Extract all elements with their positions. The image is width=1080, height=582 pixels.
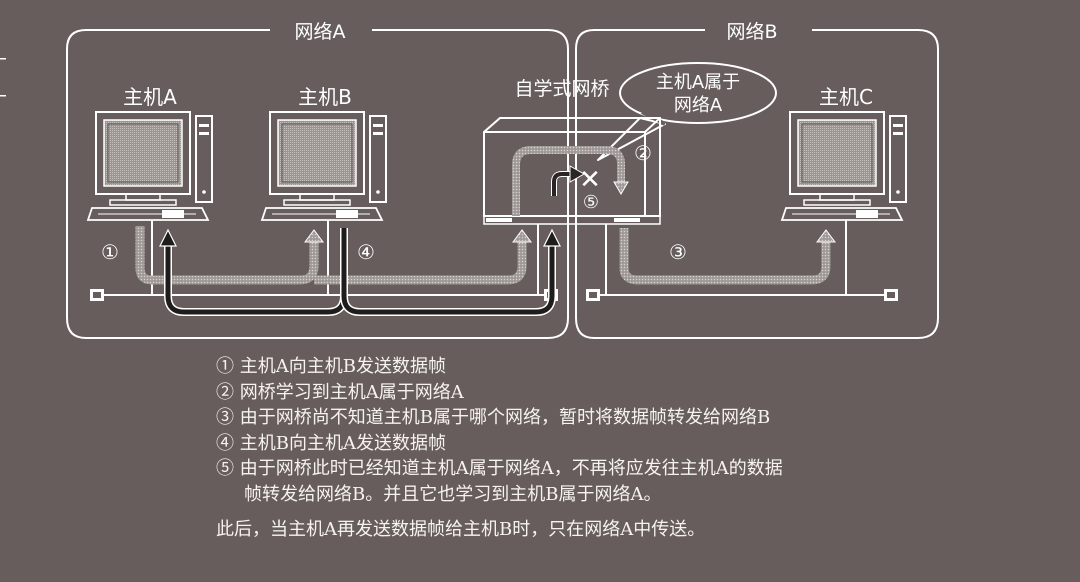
host-a-label: 主机A	[123, 85, 177, 109]
host-b-label: 主机B	[298, 85, 352, 109]
host-a-computer-icon	[87, 111, 213, 221]
network-a-label: 网络A	[295, 21, 346, 43]
host-b-computer-icon	[261, 111, 387, 221]
network-b-cable	[586, 220, 898, 301]
learning-bridge-diagram: 网络A 网络B 主机A 主机B 主机C 自学式网桥 主机A属于 网络A ✕ ① …	[0, 21, 939, 339]
caption-step-3: ③ 由于网桥尚不知道主机B属于哪个网络，暂时将数据帧转发给网络B	[216, 407, 771, 428]
network-b-label: 网络B	[726, 21, 777, 43]
host-c-label: 主机C	[819, 85, 873, 109]
network-a-frame	[66, 29, 569, 339]
speech-bubble: 主机A属于 网络A	[597, 62, 777, 161]
caption-step-4: ④ 主机B向主机A发送数据帧	[216, 432, 446, 454]
caption-summary: 此后，当主机A再发送数据帧给主机B时，只在网络A中传送。	[216, 519, 706, 540]
step-4-marker: ④	[357, 240, 375, 264]
host-c-computer-icon	[781, 111, 907, 221]
step-1-marker: ①	[101, 240, 119, 264]
bubble-line-2: 网络A	[674, 95, 723, 116]
bubble-line-1: 主机A属于	[656, 72, 740, 93]
caption-step-5-line-1: ⑤ 由于网桥此时已经知道主机A属于网络A，不再将应发往主机A的数据	[216, 458, 783, 479]
blocked-cross-icon: ✕	[579, 165, 601, 195]
network-b-frame	[575, 29, 939, 339]
network-a-cable	[90, 220, 558, 301]
step-2-marker: ②	[634, 141, 652, 165]
caption-block: ① 主机A向主机B发送数据帧 ② 网桥学习到主机A属于网络A ③ 由于网桥尚不知…	[216, 354, 976, 543]
bridge-box-icon	[483, 117, 661, 225]
caption-step-1: ① 主机A向主机B发送数据帧	[216, 356, 446, 377]
frame-path-b-to-a	[159, 228, 561, 316]
caption-step-5-line-2: 帧转发给网络B。并且它也学习到主机B属于网络A。	[244, 483, 662, 505]
step-5-marker: ⑤	[583, 192, 599, 213]
frame-path-a-to-b	[135, 226, 532, 285]
frame-path-bridge-to-c	[619, 228, 836, 285]
step-3-marker: ③	[669, 240, 687, 264]
bridge-label: 自学式网桥	[514, 78, 609, 100]
caption-step-2: ② 网桥学习到主机A属于网络A	[216, 381, 464, 403]
